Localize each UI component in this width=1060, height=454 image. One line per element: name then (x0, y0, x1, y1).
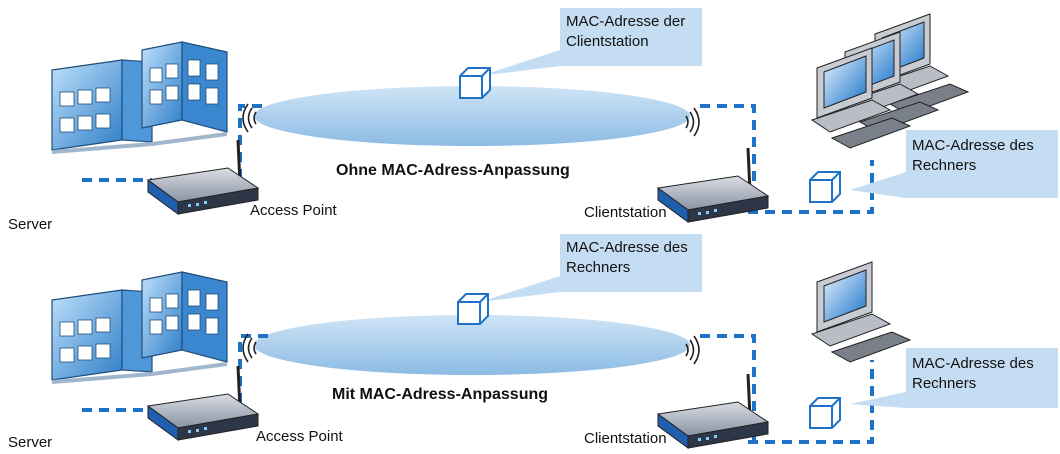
link-client-computer (748, 160, 874, 214)
upper-callout-text: MAC-Adresse des Rechners (566, 238, 688, 277)
link-client-pc (700, 334, 756, 440)
client-router-icon (656, 146, 770, 224)
access-point-label: Access Point (250, 202, 337, 219)
client-waves-icon (685, 335, 700, 365)
diagram-caption: Mit MAC-Adress-Anpassung (332, 386, 549, 403)
packet-cube-icon (457, 293, 489, 325)
link-client-pc (700, 104, 756, 210)
client-router-icon (656, 372, 770, 450)
upper-callout-line1: MAC-Adresse der (566, 13, 686, 30)
lower-callout-shape (850, 130, 1058, 198)
upper-callout-shape (480, 234, 702, 302)
lower-callout-line1: MAC-Adresse des (912, 137, 1034, 154)
lower-callout-line1: MAC-Adresse des (912, 355, 1034, 372)
lower-callout-text: MAC-Adresse des Rechners (912, 136, 1034, 175)
upper-callout-shape (480, 8, 702, 76)
server-label: Server (8, 216, 53, 233)
top-diagram (51, 8, 1058, 224)
building-icon (51, 271, 228, 385)
ap-waves-icon (242, 103, 257, 133)
building-icon (51, 41, 228, 155)
packet-cube-icon (809, 171, 841, 203)
link-client-computer (748, 360, 874, 444)
link-ap-wlan (238, 104, 268, 196)
lower-callout-text: MAC-Adresse des Rechners (912, 354, 1034, 393)
upper-callout-line2: Clientstation (566, 32, 649, 50)
clientstation-label: Clientstation (584, 204, 667, 221)
link-ap-wlan (238, 334, 268, 420)
ap-waves-icon (242, 333, 257, 363)
lower-callout-line2: Rechners (912, 374, 977, 392)
upper-callout-line2: Rechners (566, 258, 631, 276)
access-point-label: Access Point (256, 428, 343, 445)
packet-cube-icon (809, 397, 841, 429)
diagram-caption: Ohne MAC-Adress-Anpassung (336, 162, 570, 179)
upper-callout-line1: MAC-Adresse des (566, 239, 688, 256)
packet-cube-icon (459, 67, 491, 99)
lower-callout-line2: Rechners (912, 156, 977, 174)
server-label: Server (8, 434, 53, 451)
upper-callout-text: MAC-Adresse der Clientstation (566, 12, 685, 51)
wlan-ellipse (254, 86, 690, 146)
bottom-diagram (51, 234, 1058, 450)
wlan-ellipse (254, 315, 690, 375)
clientstation-label: Clientstation (584, 430, 667, 447)
computer-icon (811, 261, 911, 363)
lower-callout-shape (850, 348, 1058, 408)
access-point-router-icon (146, 138, 260, 216)
